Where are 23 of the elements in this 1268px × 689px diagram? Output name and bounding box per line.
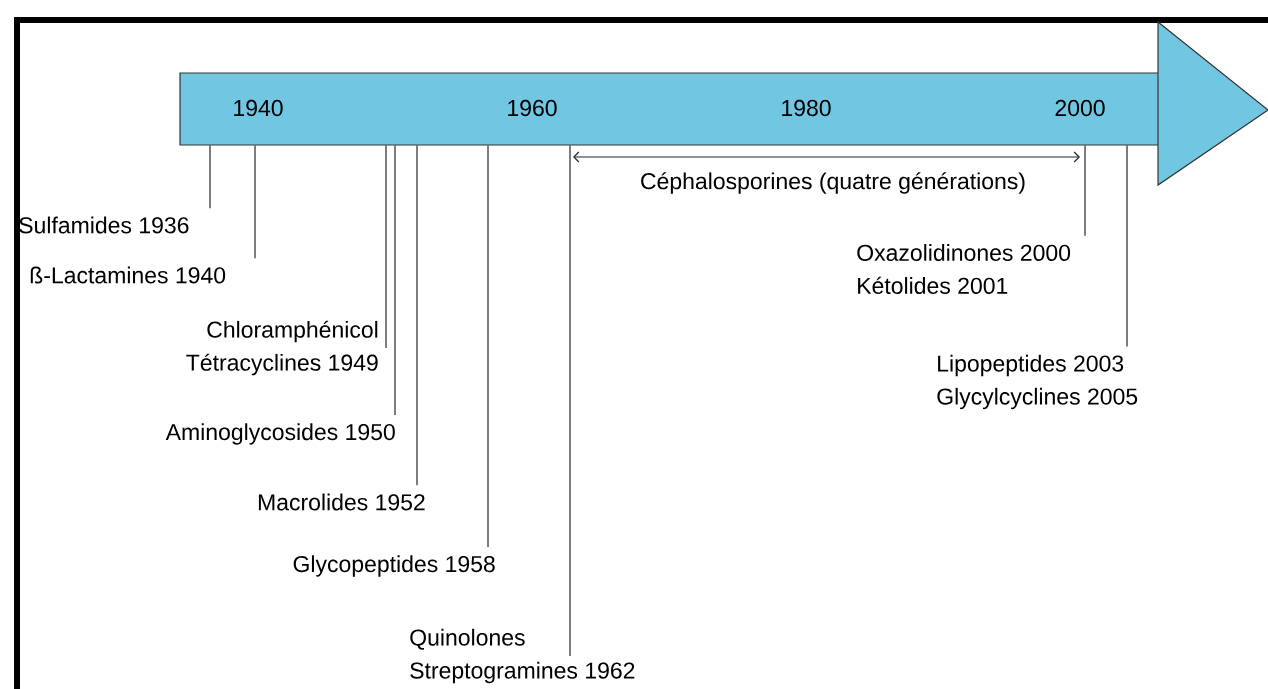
timeline-label: ß-Lactamines 1940 bbox=[30, 266, 226, 284]
year-label: 1980 bbox=[782, 99, 831, 117]
year-label: 1940 bbox=[234, 99, 283, 117]
leader-line bbox=[209, 145, 211, 209]
timeline-label: Macrolides 1952 bbox=[258, 493, 425, 511]
timeline-label: Glycopeptides 1958 bbox=[293, 555, 495, 577]
year-label: 1960 bbox=[508, 99, 557, 117]
timeline-label: Oxazolidinones 2000 Kétolides 2001 bbox=[857, 244, 1071, 294]
timeline-label: Chloramphénicol Tétracyclines 1949 bbox=[186, 320, 378, 376]
leader-line bbox=[254, 145, 256, 259]
leader-line bbox=[394, 145, 396, 416]
year-label: 2000 bbox=[1055, 99, 1105, 117]
leader-line bbox=[416, 145, 418, 486]
timeline-label: Sulfamides 1936 bbox=[19, 216, 189, 234]
timeline-label: Lipopeptides 2003 Glycylcyclines 2005 bbox=[937, 354, 1138, 410]
leader-line bbox=[1084, 145, 1086, 237]
leader-line bbox=[569, 145, 571, 657]
timeline-label: Aminoglycosides 1950 bbox=[165, 423, 395, 445]
leader-line bbox=[385, 145, 387, 349]
leader-line bbox=[1126, 145, 1128, 348]
range-label: Céphalosporines (quatre générations) bbox=[641, 172, 1025, 194]
leader-line bbox=[487, 145, 489, 548]
timeline-label: Quinolones Streptogramines 1962 bbox=[410, 628, 635, 684]
